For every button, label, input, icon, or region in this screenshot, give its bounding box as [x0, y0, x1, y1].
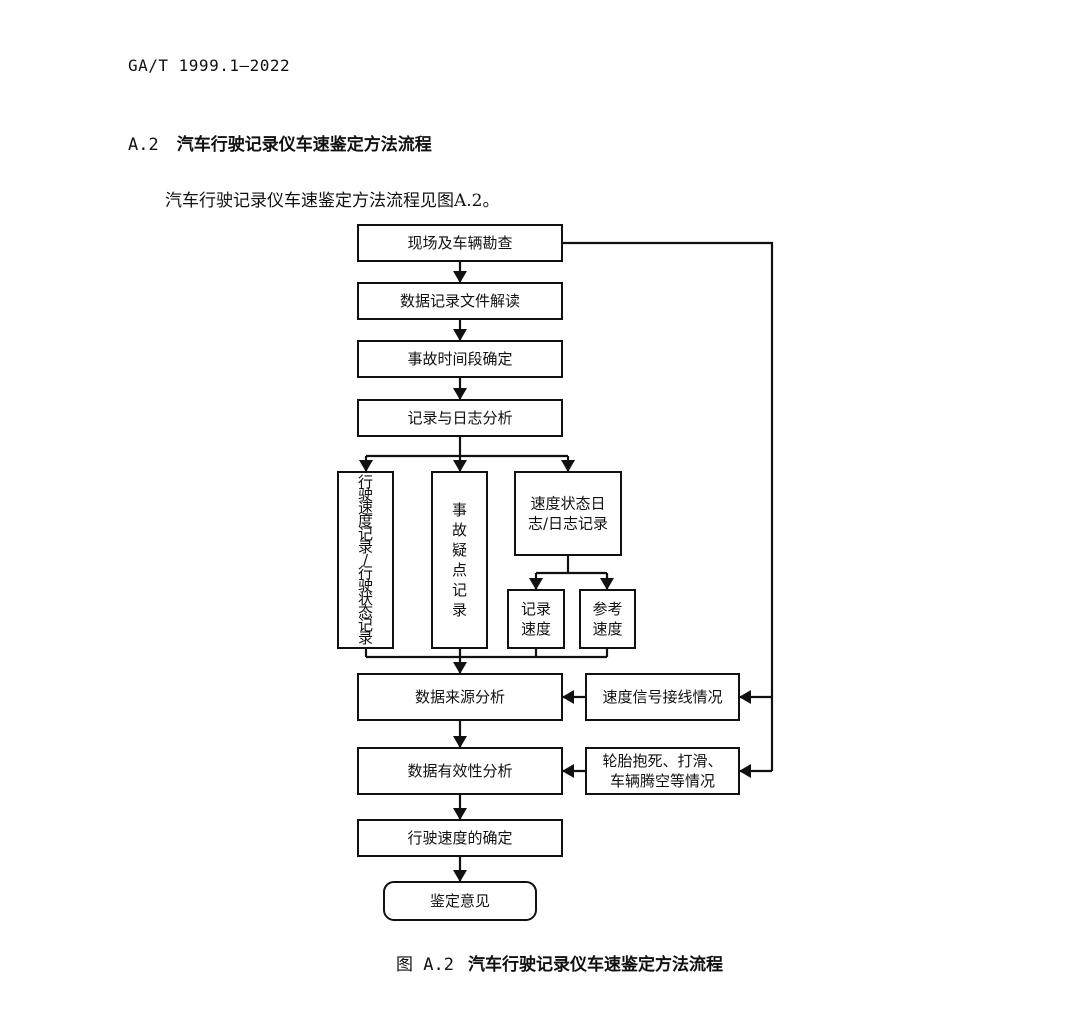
section-number: A.2: [128, 135, 159, 155]
node-opinion: 鉴定意见: [383, 881, 537, 921]
node-driveSpeed-label: 行: [358, 473, 373, 491]
arrow-loop-to-tire: [739, 764, 751, 778]
node-wiring-label: 速度信号接线情况: [602, 688, 722, 706]
node-recSpeed-label: 速度: [521, 620, 551, 638]
node-source-label: 数据来源分析: [415, 688, 505, 706]
figure-title: 汽车行驶记录仪车速鉴定方法流程: [467, 955, 723, 975]
node-tire: 轮胎抱死、打滑、车辆腾空等情况: [585, 747, 740, 795]
node-logAnalysis-box: [357, 399, 563, 437]
node-validity-label: 数据有效性分析: [407, 762, 512, 780]
node-determine-box: [357, 819, 563, 857]
node-site: 现场及车辆勘查: [357, 224, 563, 262]
node-speedLog-box: [514, 471, 622, 556]
arrow-determine-opinion: [453, 870, 467, 882]
node-refSpeed-box: [579, 589, 636, 649]
node-driveSpeed-label: 度: [358, 512, 373, 530]
arrow-period-logAnalysis: [453, 388, 467, 400]
arrow-tire-validity: [562, 764, 574, 778]
node-tire-box: [585, 747, 740, 795]
node-logAnalysis-label: 记录与日志分析: [407, 409, 512, 427]
node-driveSpeed-label: 态: [358, 603, 373, 621]
node-source-box: [357, 673, 563, 721]
node-source: 数据来源分析: [357, 673, 563, 721]
arrow-wiring-source: [562, 690, 574, 704]
node-tire-label: 轮胎抱死、打滑、: [602, 752, 722, 770]
node-driveSpeed-label: 速: [358, 499, 373, 517]
arrow-branch-driveSpeed: [359, 460, 373, 472]
arrow-source-validity: [453, 736, 467, 748]
arrow-loop-to-wiring: [739, 690, 751, 704]
node-suspect-box: [431, 471, 488, 649]
arrow-speedLog-recSpeed: [529, 578, 543, 590]
figure-caption: 图 A.2 汽车行驶记录仪车速鉴定方法流程: [396, 950, 723, 975]
document-code: GA/T 1999.1—2022: [128, 56, 291, 75]
node-tire-label: 车辆腾空等情况: [610, 772, 715, 790]
node-logAnalysis: 记录与日志分析: [357, 399, 563, 437]
node-site-box: [357, 224, 563, 262]
node-wiring: 速度信号接线情况: [585, 673, 740, 721]
node-wiring-box: [585, 673, 740, 721]
section-title: 汽车行驶记录仪车速鉴定方法流程: [176, 135, 432, 155]
node-suspect-label: 记: [452, 581, 467, 599]
node-suspect-label: 事: [452, 501, 467, 519]
arrow-site-decode: [453, 271, 467, 283]
arrow-decode-period: [453, 329, 467, 341]
node-opinion-label: 鉴定意见: [430, 892, 490, 910]
node-validity: 数据有效性分析: [357, 747, 563, 795]
node-validity-box: [357, 747, 563, 795]
node-decode-box: [357, 282, 563, 320]
node-driveSpeed-label: 行: [358, 564, 373, 582]
node-driveSpeed-label: 驶: [358, 486, 373, 504]
node-suspect-label: 录: [452, 601, 467, 619]
node-period: 事故时间段确定: [357, 340, 563, 378]
node-determine-label: 行驶速度的确定: [407, 829, 512, 847]
section-heading: A.2 汽车行驶记录仪车速鉴定方法流程: [128, 130, 432, 155]
node-suspect-label: 点: [452, 561, 467, 579]
node-driveSpeed-label: 状: [358, 590, 373, 608]
flowchart-edges: [359, 241, 774, 882]
node-speedLog-label: 速度状态日: [530, 495, 605, 513]
node-refSpeed-label: 参考: [592, 600, 622, 618]
node-driveSpeed-label: 驶: [358, 577, 373, 595]
node-driveSpeed-label: 录: [358, 629, 373, 647]
node-opinion-box: [383, 881, 537, 921]
node-decode-label: 数据记录文件解读: [400, 292, 520, 310]
node-recSpeed-label: 记录: [521, 600, 551, 618]
node-site-label: 现场及车辆勘查: [407, 234, 512, 252]
arrow-branch-speedLog: [561, 460, 575, 472]
node-suspect-label: 故: [452, 521, 467, 539]
node-refSpeed-label: 速度: [592, 620, 622, 638]
arrow-validity-determine: [453, 808, 467, 820]
figure-number: 图 A.2: [396, 955, 454, 975]
node-driveSpeed-label: 记: [358, 525, 373, 543]
edge-site-right-loop: [562, 241, 774, 771]
node-driveSpeed-label: 记: [358, 616, 373, 634]
node-driveSpeed-box: [337, 471, 394, 649]
intro-paragraph: 汽车行驶记录仪车速鉴定方法流程见图A.2。: [165, 191, 500, 211]
node-driveSpeed-label: 录: [358, 538, 373, 556]
node-recSpeed-box: [507, 589, 565, 649]
arrow-merge-to-source: [453, 662, 467, 674]
node-suspect-label: 疑: [452, 541, 467, 559]
node-determine: 行驶速度的确定: [357, 819, 563, 857]
flowchart-nodes: 现场及车辆勘查数据记录文件解读事故时间段确定记录与日志分析行驶速度记录/行驶状态…: [337, 224, 740, 921]
arrow-branch-suspect: [453, 460, 467, 472]
node-period-box: [357, 340, 563, 378]
node-speedLog-label: 志/日志记录: [528, 515, 608, 533]
node-driveSpeed-label: /: [363, 551, 369, 569]
node-decode: 数据记录文件解读: [357, 282, 563, 320]
arrow-speedLog-refSpeed: [600, 578, 614, 590]
node-period-label: 事故时间段确定: [407, 350, 512, 368]
